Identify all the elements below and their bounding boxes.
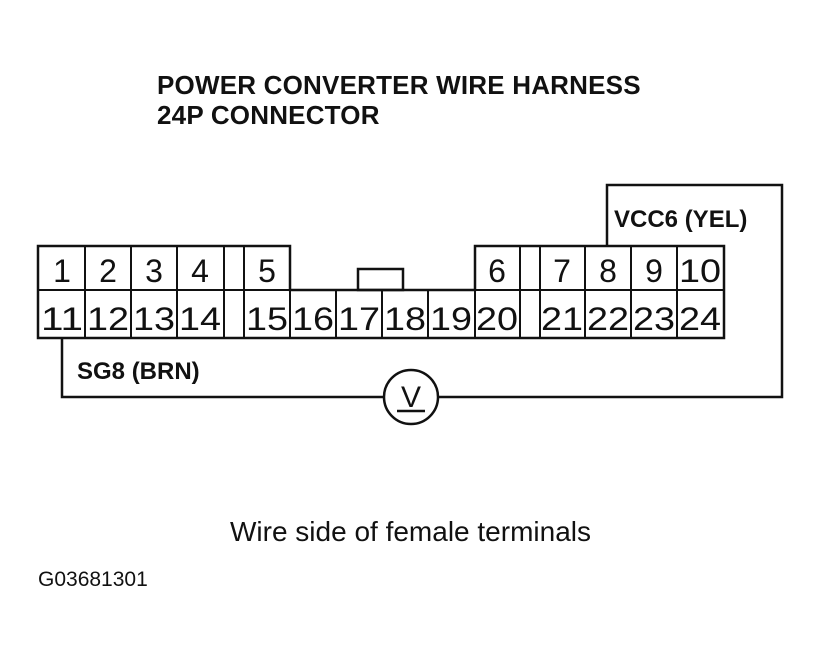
voltmeter-symbol: V [401, 381, 421, 414]
pin-7: 7 [553, 253, 571, 289]
pin-14: 14 [179, 301, 221, 337]
sg-label: SG8 (BRN) [77, 358, 200, 385]
pin-1: 1 [53, 253, 71, 289]
title-line-1: POWER CONVERTER WIRE HARNESS [157, 70, 641, 100]
pin-17: 17 [338, 301, 380, 337]
pin-16: 16 [292, 301, 334, 337]
pin-15: 15 [246, 301, 288, 337]
pin-9: 9 [645, 253, 663, 289]
pin-22: 22 [587, 301, 629, 337]
vcc-wire [438, 183, 784, 399]
pin-23: 23 [633, 301, 675, 337]
connector-latch [356, 267, 405, 292]
connector-outline [36, 244, 726, 340]
pin-24: 24 [679, 301, 721, 337]
pin-11: 11 [41, 301, 83, 337]
pin-2: 2 [99, 253, 117, 289]
pin-10: 10 [679, 253, 721, 289]
pin-19: 19 [430, 301, 472, 337]
pin-4: 4 [191, 253, 209, 289]
diagram-title: POWER CONVERTER WIRE HARNESS 24P CONNECT… [157, 70, 641, 130]
pin-5: 5 [258, 253, 276, 289]
pin-18: 18 [384, 301, 426, 337]
diagram-caption: Wire side of female terminals [229, 516, 591, 547]
pin-20: 20 [476, 301, 518, 337]
sg-wire [60, 338, 384, 399]
figure-code: G03681301 [38, 568, 148, 591]
vcc-label: VCC6 (YEL) [614, 206, 747, 233]
pin-21: 21 [541, 301, 583, 337]
voltmeter-icon [382, 368, 440, 426]
pin-8: 8 [599, 253, 617, 289]
pin-3: 3 [145, 253, 163, 289]
pin-13: 13 [133, 301, 175, 337]
pin-6: 6 [488, 253, 506, 289]
title-line-2: 24P CONNECTOR [157, 100, 380, 130]
pin-12: 12 [87, 301, 129, 337]
